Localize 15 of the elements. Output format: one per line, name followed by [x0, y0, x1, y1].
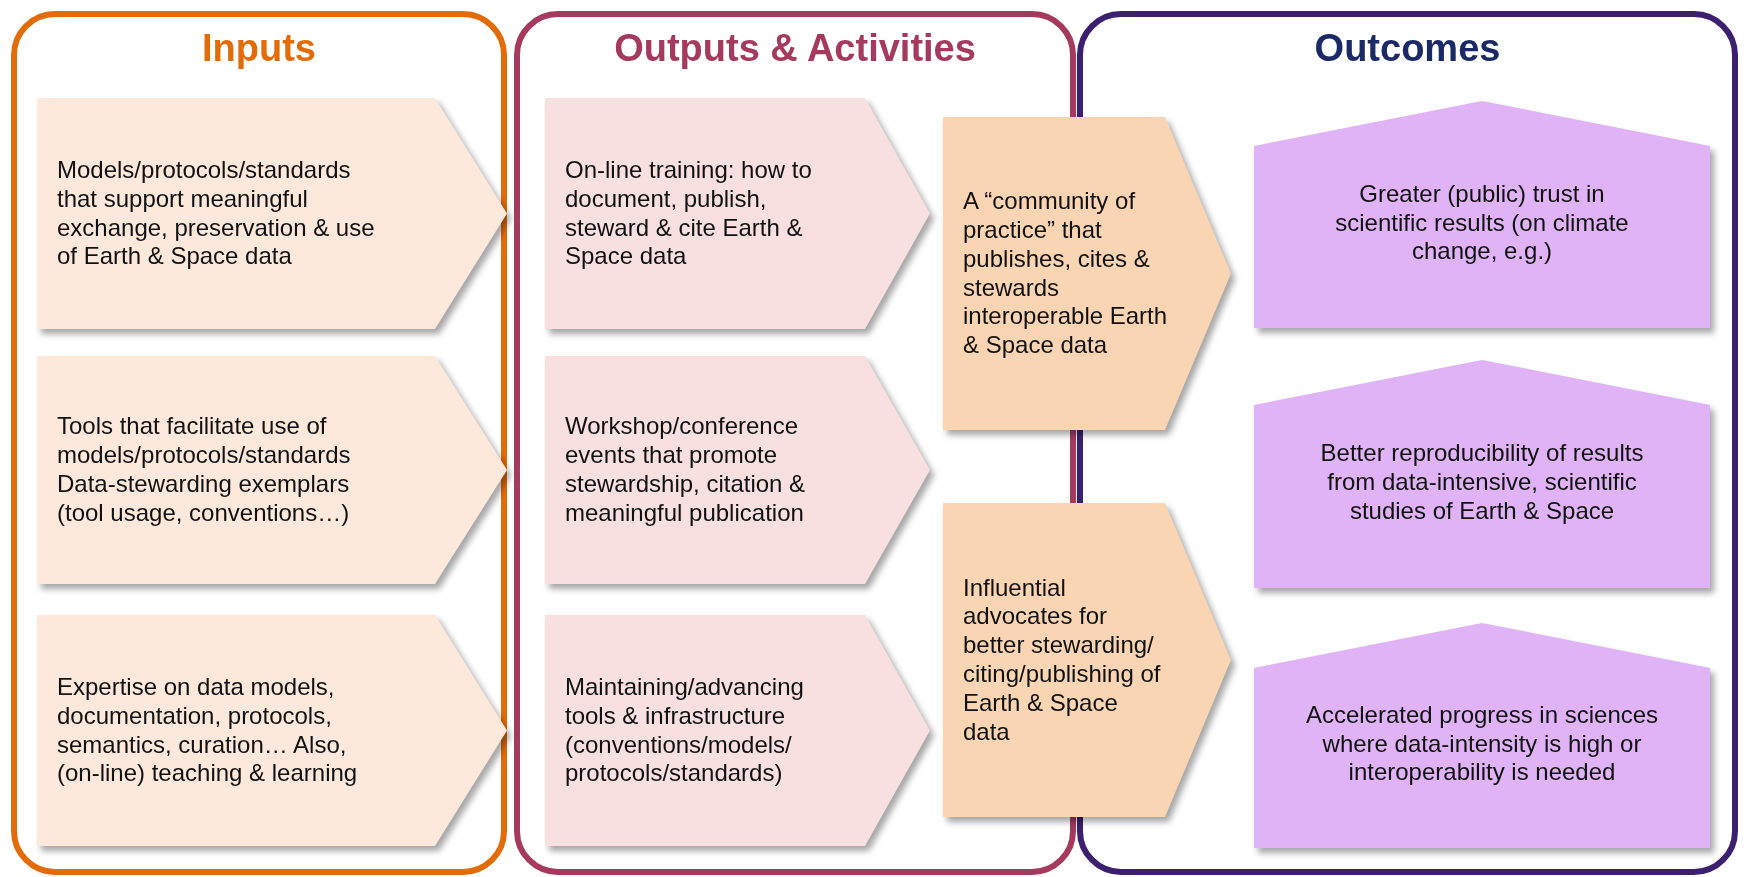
box-text: Tools that facilitate use of models/protocols/standards Data-stewarding exemplars (tool usage, conventions…): [57, 412, 352, 528]
box-text: Accelerated progress in sciences where data-intensity is high or interoperability is needed: [1304, 700, 1660, 788]
box-text: Workshop/conference events that promote stewardship, citation & meaningful publication: [565, 412, 807, 528]
column-heading: Outcomes: [1313, 27, 1502, 70]
column-heading: Inputs: [201, 27, 317, 70]
column-heading: Outputs & Activities: [613, 27, 977, 70]
box-text: On-line training: how to document, publish, steward & cite Earth & Space data: [565, 155, 813, 272]
box-text: Influential advocates for better stewarding/ citing/publishing of Earth & Space data: [963, 573, 1162, 747]
column-panel: [11, 11, 507, 875]
box-text: Greater (public) trust in scientific results (on climate change, e.g.): [1334, 179, 1630, 267]
box-text: Better reproducibility of results from data-intensive, scientific studies of Earth & Space: [1319, 439, 1645, 526]
box-text: Models/protocols/standards that support meaningful exchange, preservation & use of Earth & Space data: [57, 155, 376, 272]
box-text: Maintaining/advancing tools & infrastructure (conventions/models/ protocols/standards): [565, 672, 805, 789]
box-text: A “community of practice” that publishes, cites & stewards interoperable Earth & Space data: [963, 187, 1168, 360]
box-text: Expertise on data models, documentation, protocols, semantics, curation… Also, (on-line) teaching & learning: [57, 672, 359, 789]
